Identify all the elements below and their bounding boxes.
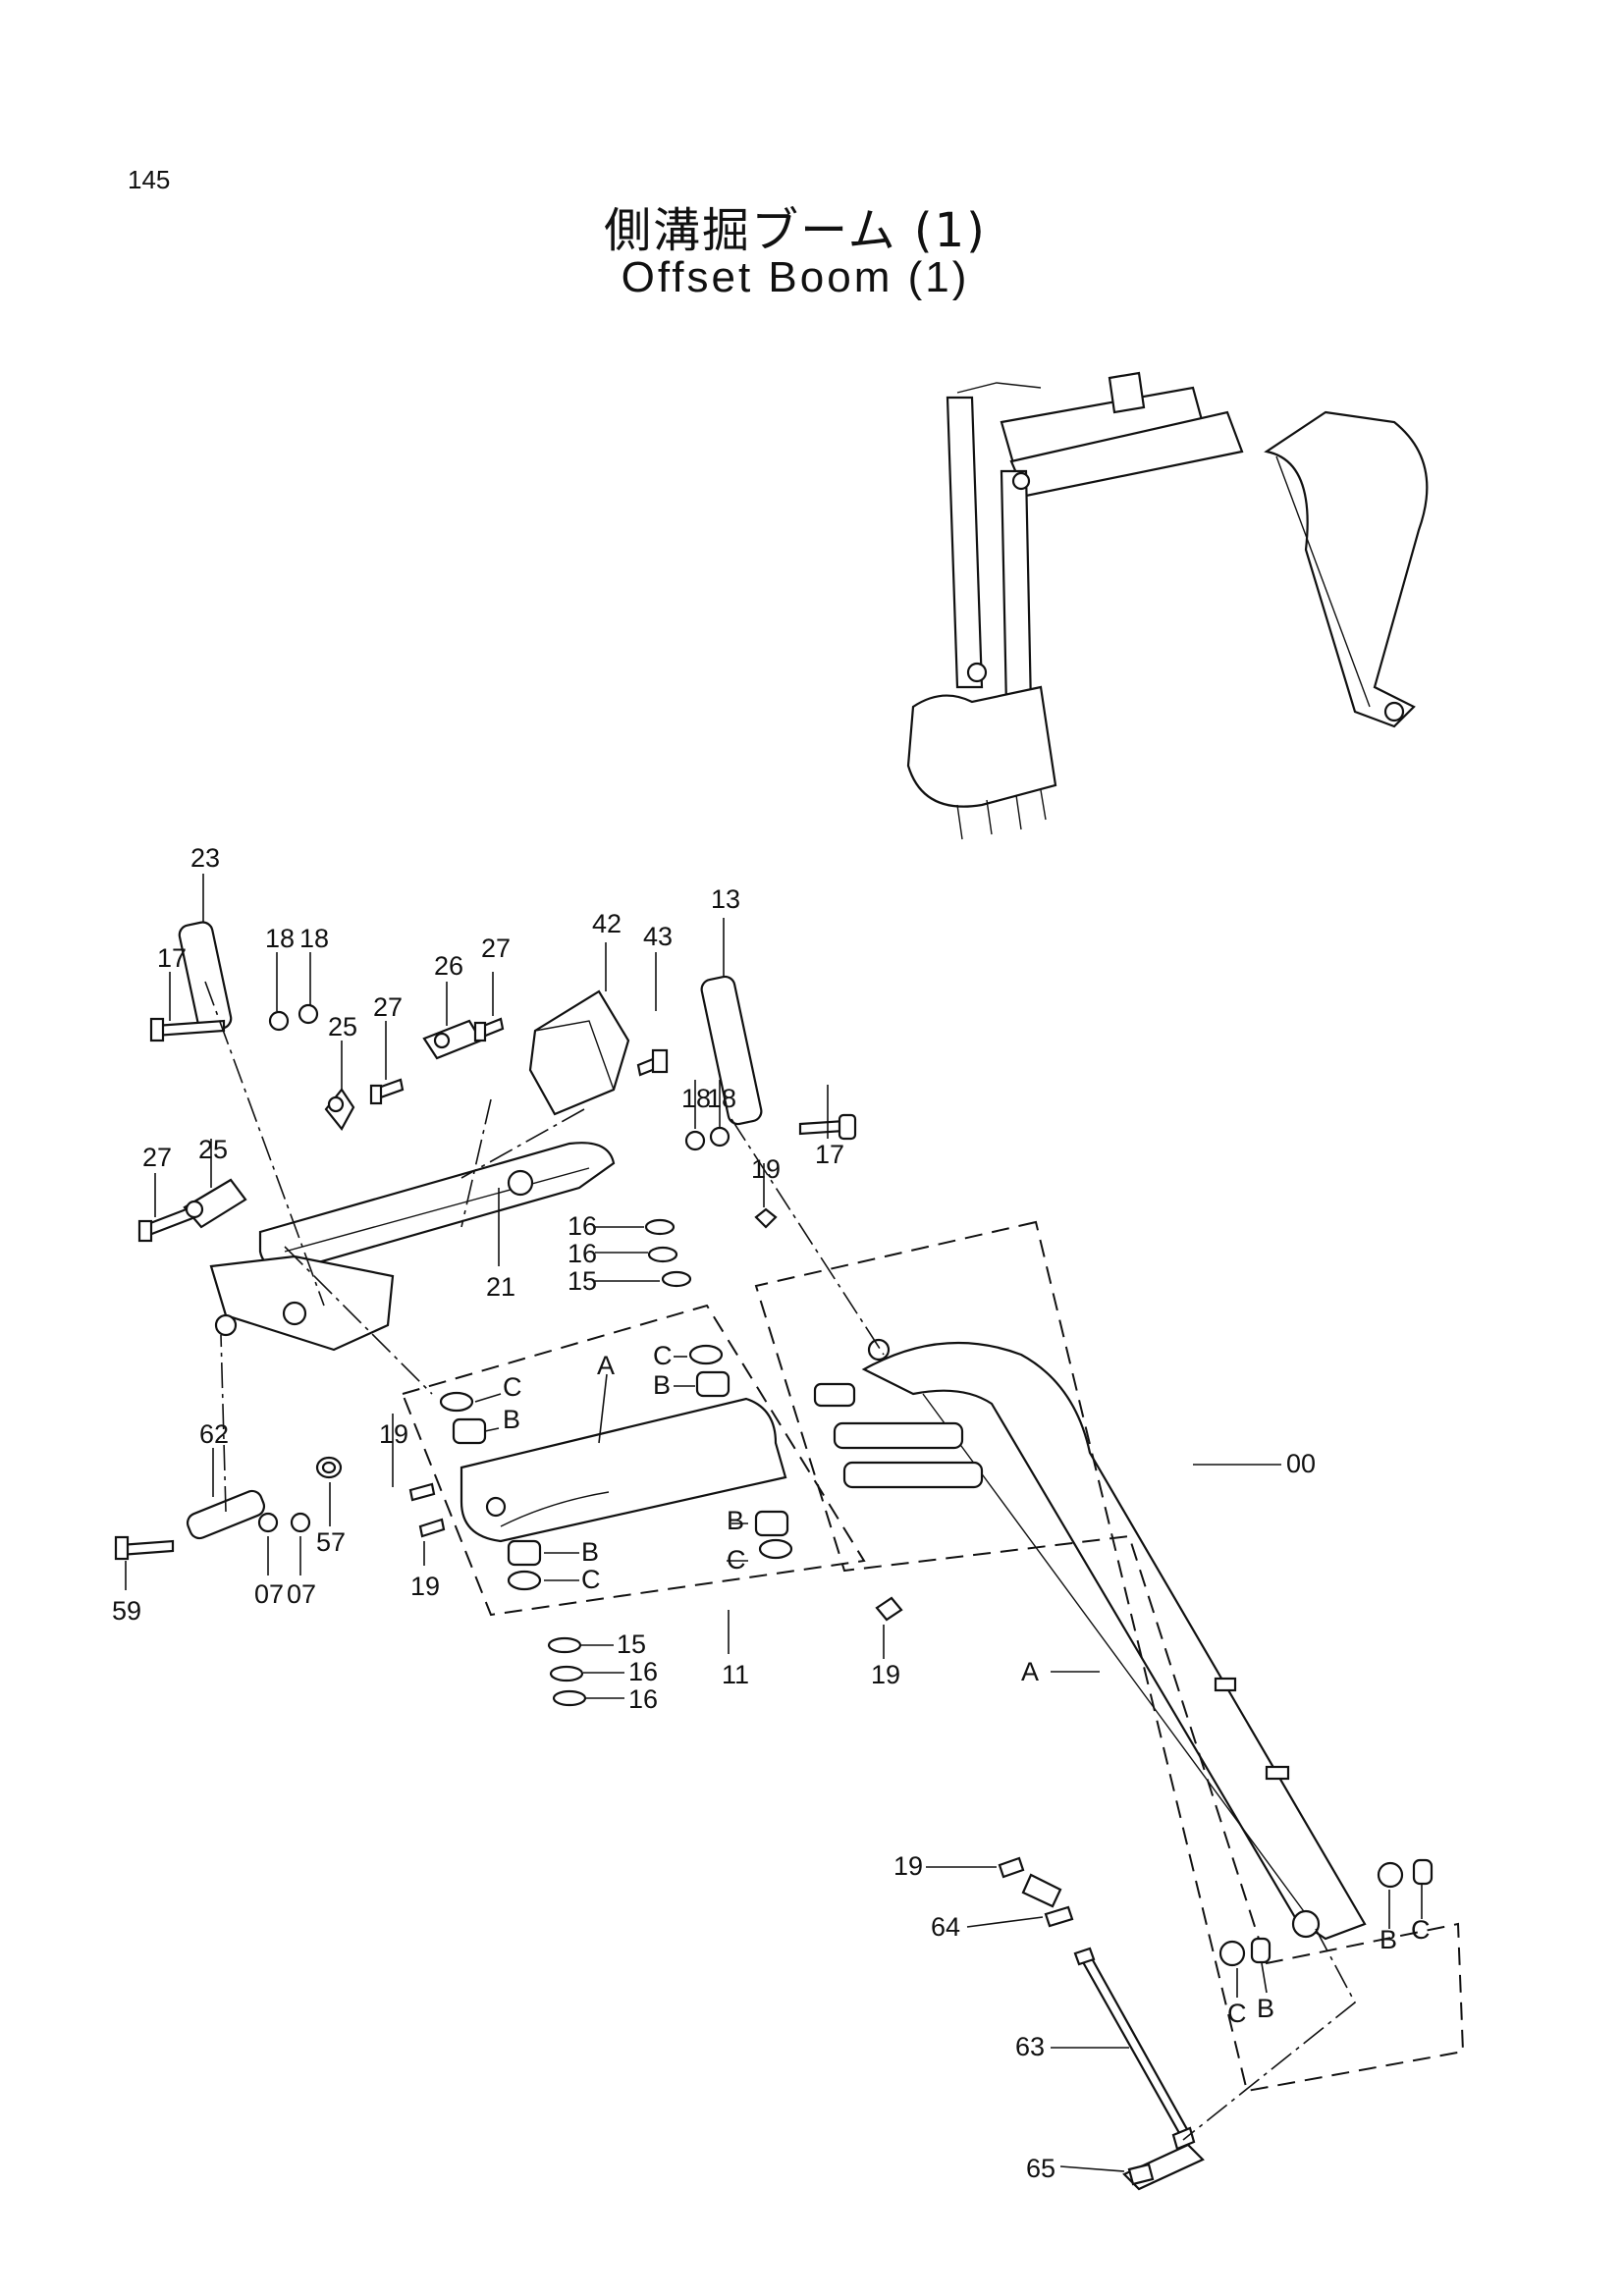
page-number: 145: [128, 165, 171, 194]
callout-label: A: [597, 1351, 615, 1380]
callout-label: 15: [568, 1266, 597, 1296]
callout-label: 19: [893, 1851, 923, 1881]
callout-label: C: [1411, 1915, 1431, 1945]
callout-label: 27: [373, 992, 403, 1022]
callout-label: 19: [379, 1419, 408, 1449]
callout-label: 57: [316, 1527, 346, 1557]
title-japanese: 側溝掘ブーム (1): [604, 203, 987, 258]
callout-label: C: [581, 1565, 601, 1594]
callout-label: 27: [481, 934, 511, 963]
callout-label: 63: [1015, 2032, 1045, 2061]
callout-label: 17: [815, 1140, 844, 1169]
callout-label: 00: [1286, 1449, 1316, 1478]
callout-label: 16: [628, 1684, 658, 1714]
pin-62: [186, 1489, 266, 1540]
callout-label: 18: [265, 924, 295, 953]
callout-label: 16: [628, 1657, 658, 1686]
callout-label: B: [503, 1405, 520, 1434]
callout-label: 27: [142, 1143, 172, 1172]
pin-13: [700, 975, 763, 1126]
callout-label: 13: [711, 884, 740, 914]
callout-label: 11: [722, 1660, 749, 1689]
callout-label: 42: [592, 909, 622, 938]
callout-label: C: [653, 1341, 673, 1370]
callout-label: 62: [199, 1419, 229, 1449]
cover-42: [528, 989, 630, 1116]
callout-label: 19: [871, 1660, 900, 1689]
callout-labels: 23 17 18 18 25 27 26 27 42 43 13 18 18 1…: [112, 843, 1431, 2183]
callout-label: 25: [328, 1012, 357, 1041]
offset-arm-21: [209, 1142, 616, 1352]
callout-label: A: [1021, 1657, 1039, 1686]
hardware-parts: [114, 1003, 1434, 2186]
callout-label: 43: [643, 922, 673, 951]
callout-label: 16: [568, 1211, 597, 1241]
callout-label: 16: [568, 1239, 597, 1268]
callout-label: 25: [198, 1135, 228, 1164]
boom-assembly: [813, 1338, 1367, 1941]
callout-label: C: [503, 1372, 522, 1402]
callout-label: 18: [299, 924, 329, 953]
callout-label: 26: [434, 951, 463, 981]
callout-label: B: [581, 1537, 599, 1567]
boom-assembly-dashed-boundary: [754, 1220, 1465, 2093]
link-11: [460, 1397, 787, 1543]
callout-label: 19: [751, 1154, 781, 1184]
grease-line-63: [1076, 1949, 1205, 2191]
callout-label: B: [727, 1506, 744, 1535]
callout-label: 21: [486, 1272, 515, 1302]
link-11-dashed-boundary: [401, 1304, 866, 1617]
callout-label: 64: [931, 1912, 960, 1942]
callout-label: B: [1380, 1925, 1397, 1954]
pin-23: [178, 921, 233, 1033]
callout-label: 19: [410, 1572, 440, 1601]
callout-label: 18: [681, 1084, 711, 1113]
callout-label: B: [653, 1370, 671, 1400]
leader-lines: [125, 874, 1423, 2172]
callout-label: 18: [707, 1084, 736, 1113]
callout-label: B: [1257, 1994, 1274, 2023]
callout-label: 07: [254, 1579, 284, 1609]
callout-label: 07: [287, 1579, 316, 1609]
callout-label: 65: [1026, 2154, 1055, 2183]
title-english: Offset Boom (1): [621, 253, 970, 301]
callout-label: 15: [617, 1629, 646, 1659]
callout-label: 23: [190, 843, 220, 873]
callout-label: 59: [112, 1596, 141, 1626]
callout-label: C: [727, 1545, 746, 1575]
callout-label: C: [1227, 1999, 1247, 2028]
callout-label: 17: [157, 943, 187, 973]
excavator-inset-illustration: [906, 371, 1429, 840]
